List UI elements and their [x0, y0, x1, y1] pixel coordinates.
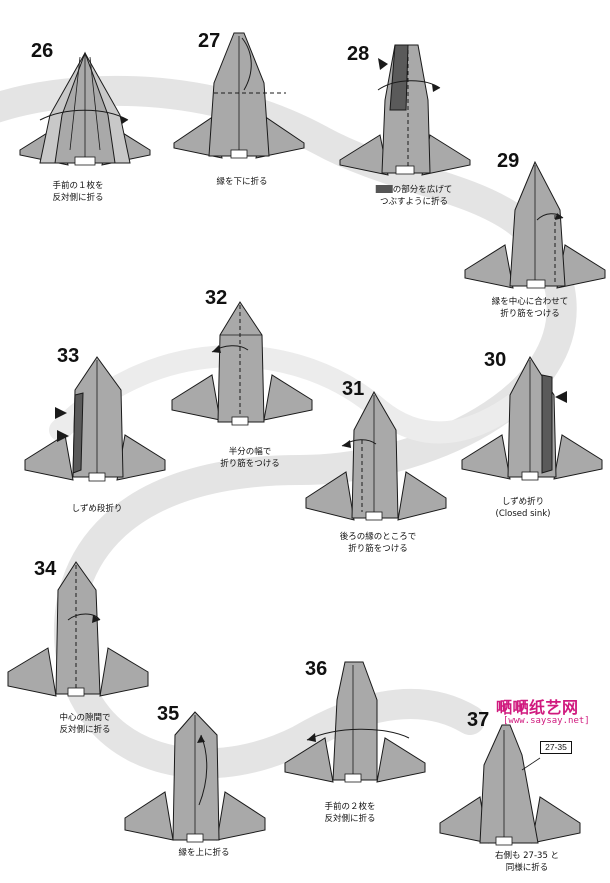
origami-figure — [462, 355, 602, 485]
origami-figure — [172, 300, 312, 430]
origami-figure — [125, 710, 265, 845]
origami-figure — [465, 160, 605, 295]
step-caption: 手前の１枚を 反対側に折る — [52, 180, 103, 204]
watermark-title: 嗮嗮纸艺网 — [496, 694, 579, 718]
origami-model — [125, 710, 265, 845]
step-caption: 半分の幅で 折り筋をつける — [220, 446, 280, 470]
origami-figure — [285, 660, 425, 790]
origami-figure — [306, 390, 446, 525]
origami-figure — [25, 355, 165, 485]
origami-model — [285, 660, 425, 790]
step-caption: 縁を下に折る — [216, 176, 267, 188]
step-caption: の部分を広げて つぶすように折る — [376, 184, 453, 208]
step-caption: 手前の２枚を 反対側に折る — [324, 801, 375, 825]
watermark-url: [www.saysay.net] — [503, 716, 590, 726]
origami-model — [465, 160, 605, 295]
reference-steps-label: 27-35 — [540, 741, 572, 754]
origami-model — [174, 28, 304, 163]
step-caption: しずめ段折り — [72, 503, 123, 515]
step-caption: 後ろの縁のところで 折り筋をつける — [340, 531, 417, 555]
origami-model — [25, 355, 165, 485]
origami-model — [306, 390, 446, 525]
step-caption: 中心の隙間で 反対側に折る — [59, 712, 110, 736]
origami-figure — [8, 560, 148, 700]
step-caption: しずめ折り (Closed sink) — [496, 496, 551, 520]
highlighted-area-swatch — [376, 185, 393, 193]
origami-figure — [340, 40, 470, 180]
origami-model — [462, 355, 602, 485]
origami-figure — [20, 45, 150, 170]
step-caption: 縁を中心に合わせて 折り筋をつける — [492, 296, 569, 320]
origami-model — [172, 300, 312, 430]
step-caption: 縁を上に折る — [178, 847, 229, 859]
origami-figure — [174, 28, 304, 163]
origami-model — [20, 45, 150, 170]
origami-model — [340, 40, 470, 180]
origami-model — [8, 560, 148, 700]
step-caption: 右側も 27-35 と 同様に折る — [495, 850, 559, 874]
